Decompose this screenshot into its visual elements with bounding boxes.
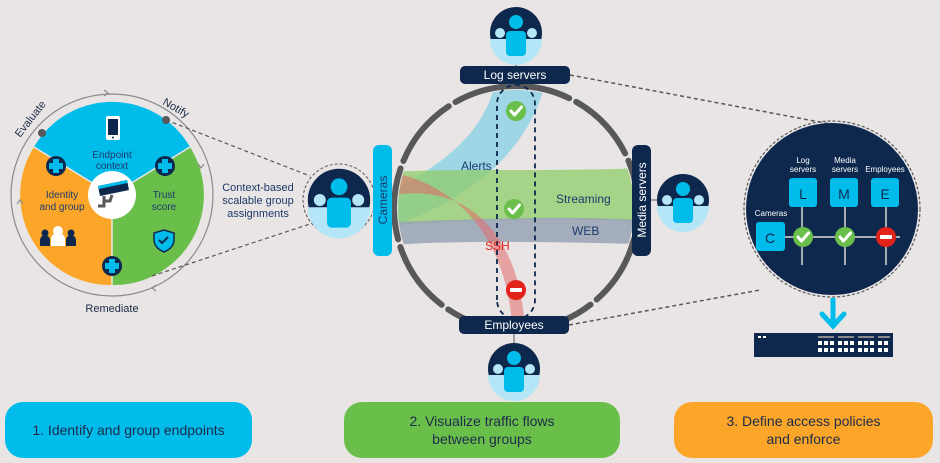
policy-letter-l: L xyxy=(799,186,807,202)
employees-avatar xyxy=(488,343,540,401)
caption-line-2: scalable group xyxy=(222,195,294,207)
connector-line xyxy=(569,74,831,125)
step-3-enforce: 3. Define access policies and enforce xyxy=(674,402,933,458)
group-label-media-servers xyxy=(632,145,651,256)
segment-label-trust-2: score xyxy=(152,202,177,213)
step-1-identify: 1. Identify and group endpoints xyxy=(5,402,252,458)
check-icon xyxy=(502,197,526,221)
check-icon xyxy=(791,225,815,249)
step-2-label: 2. Visualize traffic flows between group… xyxy=(409,413,555,447)
policy-letter-m: M xyxy=(838,186,850,202)
stage-remediate: Remediate xyxy=(85,303,138,315)
flow-web xyxy=(398,217,634,245)
group-label-cameras-text: Cameras xyxy=(376,176,390,225)
policy-header-employees: Employees xyxy=(865,165,905,174)
policy-header-log-2: servers xyxy=(790,165,816,174)
deny-icon xyxy=(506,280,526,300)
step-1-label: 1. Identify and group endpoints xyxy=(32,422,225,438)
log-servers-avatar xyxy=(490,7,542,65)
network-switch-icon xyxy=(754,333,893,357)
plus-icon xyxy=(46,156,66,176)
step-3-label: 3. Define access policies and enforce xyxy=(726,413,881,447)
security-camera-icon xyxy=(98,180,129,208)
flow-label-web: WEB xyxy=(572,224,599,238)
arrow-down-icon xyxy=(819,298,847,330)
policy-header-media-1: Media xyxy=(834,156,856,165)
group-label-log-servers xyxy=(460,66,570,84)
flow-label-ssh: SSH xyxy=(485,239,510,253)
flow-label-alerts: Alerts xyxy=(461,159,492,173)
policy-matrix: L M E C Log servers Media servers Employ… xyxy=(743,120,921,298)
segment-label-identity-2: and group xyxy=(39,202,84,213)
group-label-log-servers-text: Log servers xyxy=(484,68,547,82)
lifecycle-wheel: Endpoint context Identity and group Trus… xyxy=(10,89,214,315)
plus-icon xyxy=(102,256,122,276)
media-servers-avatar xyxy=(657,174,709,232)
segment-label-trust-1: Trust xyxy=(153,190,176,201)
policy-header-log-1: Log xyxy=(796,156,809,165)
segment-label-endpoint-2: context xyxy=(96,161,128,172)
policy-header-media-2: servers xyxy=(832,165,858,174)
shield-check-icon xyxy=(153,229,175,253)
evaluate-dot xyxy=(38,129,46,137)
connector-line xyxy=(165,119,311,177)
group-label-cameras xyxy=(373,145,392,256)
caption-line-1: Context-based xyxy=(222,182,294,194)
flow-streaming xyxy=(398,168,634,225)
group-label-employees xyxy=(459,316,569,334)
segment-label-endpoint-1: Endpoint xyxy=(92,150,132,161)
policy-letter-e: E xyxy=(880,186,889,202)
step-2-visualize: 2. Visualize traffic flows between group… xyxy=(344,402,620,458)
group-label-employees-text: Employees xyxy=(484,318,543,332)
policy-header-cameras: Cameras xyxy=(755,209,787,218)
policy-letter-c: C xyxy=(765,230,775,246)
smartphone-icon xyxy=(106,116,120,140)
check-icon xyxy=(504,99,528,123)
group-avatar-icon xyxy=(307,168,371,239)
lifecycle-ring xyxy=(10,93,214,297)
segment-endpoint-context xyxy=(34,101,190,195)
connector-line xyxy=(568,289,761,326)
plus-icon xyxy=(155,156,175,176)
flow-ssh xyxy=(398,172,525,326)
check-icon xyxy=(833,225,857,249)
deny-icon xyxy=(876,227,896,247)
group-label-media-servers-text: Media servers xyxy=(635,162,649,237)
segment-label-identity-1: Identity xyxy=(46,190,78,201)
people-icon xyxy=(40,226,76,246)
flow-label-streaming: Streaming xyxy=(556,192,611,206)
caption-line-3: assignments xyxy=(227,208,289,220)
